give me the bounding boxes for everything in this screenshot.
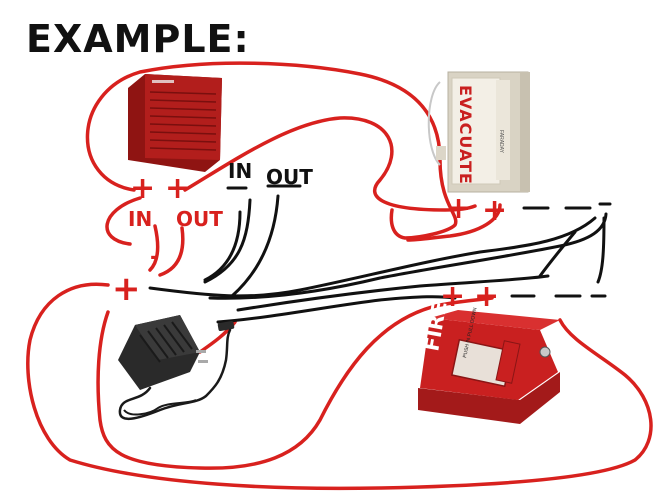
strobe-plus-left: + [446, 191, 471, 226]
adapter-cable-coil [123, 399, 197, 416]
speaker-device [128, 74, 222, 172]
pull-plus-left: + [440, 279, 465, 314]
strobe-bulb-mount [436, 146, 446, 160]
pull-box-top [430, 310, 560, 330]
strobe-device: EVACUATE FARADAY [427, 71, 530, 193]
diagram-title: EXAMPLE: [26, 17, 250, 61]
adapter-barrel-plug [217, 320, 235, 332]
signal-out-label: OUT [266, 165, 313, 189]
speaker-plus-right: + [165, 171, 190, 206]
speaker-grille [149, 91, 217, 151]
strobe-evacuate-text: EVACUATE [456, 85, 475, 185]
red-wire-strobe-to-bus [406, 203, 502, 242]
pull-plus-right: + [474, 279, 499, 314]
red-wire-outer-top-loop [85, 61, 458, 240]
black-wire-speaker-in-to-bus [203, 210, 242, 282]
strobe-face [451, 77, 501, 185]
strobe-brand-strip [496, 80, 510, 180]
strobe-backplate-shade [520, 72, 530, 192]
pull-key-lock [539, 346, 551, 358]
speaker-plus-left: + [130, 171, 155, 206]
adapter-prong-1 [196, 350, 206, 353]
pull-box-bottom [418, 372, 560, 424]
signal-in-label: IN [228, 159, 252, 183]
black-wire-bus-long-2 [208, 212, 608, 300]
speaker-brand-plate [152, 80, 174, 83]
red-wire-speaker-minus-drop [148, 224, 160, 272]
strobe-lens [427, 81, 441, 166]
red-wire-outer-left-loop [26, 282, 653, 491]
black-wires [148, 184, 612, 324]
strobe-plus-right: + [482, 193, 507, 228]
red-wires [26, 61, 653, 491]
red-wire-speaker-to-strobe [183, 116, 477, 212]
red-wire-adapter-to-pull [96, 296, 494, 470]
black-wire-right-drop-2 [538, 230, 577, 278]
speaker-in-label: IN [128, 207, 152, 231]
adapter-prong-2 [198, 360, 208, 363]
adapter-ribs [139, 321, 193, 363]
speaker-minus-label: - [150, 245, 159, 270]
power-plus-label: + [112, 269, 141, 309]
power-adapter-device [118, 315, 235, 420]
red-wire-speaker-out-drop [158, 226, 185, 277]
strobe-brand-text: FARADAY [498, 130, 504, 154]
black-wire-bus-long-1 [148, 216, 597, 298]
black-wire-bus-long-3 [236, 274, 550, 312]
pull-handle-red [495, 340, 521, 384]
speaker-out-label: OUT [176, 207, 223, 231]
black-wire-in-to-bus [203, 198, 252, 284]
black-wire-out-to-bus [230, 194, 280, 298]
black-wire-right-drop [596, 216, 606, 284]
pull-station-device: FIRE PUSH IN PULL DOWN [418, 299, 560, 424]
black-wire-bus-long-4 [216, 295, 457, 324]
red-wire-speaker-left-arc [105, 196, 142, 246]
